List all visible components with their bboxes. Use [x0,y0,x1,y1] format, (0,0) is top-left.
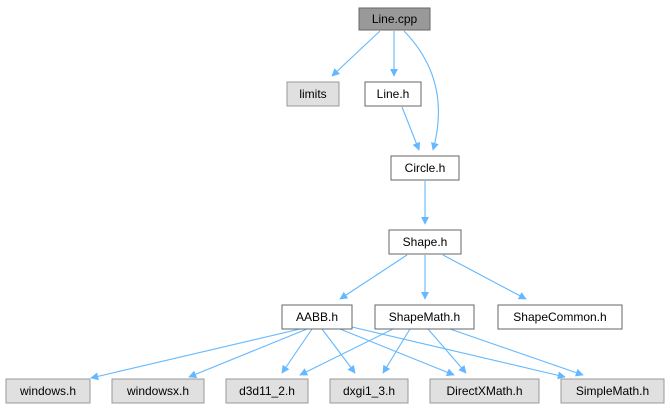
node-circle-h[interactable]: Circle.h [390,155,460,181]
node-box [358,7,431,31]
nodes-layer: Line.cpp limits Line.hCircle.hShape.hAABB.… [5,7,665,404]
node-box [111,378,205,404]
edge-aabb_h-to-windowsx_h [188,328,308,378]
node-directxmath-h: DirectXMath.h [429,378,540,404]
node-box [225,378,309,404]
edge-shape_h-to-shapecommon_h [442,254,527,300]
node-simplemath-h: SimpleMath.h [560,378,665,404]
node-label: Circle.h [405,161,446,175]
edge-aabb_h-to-windows_h [90,328,301,381]
node-limits: limits [286,81,340,107]
edge-aabb_h-to-d3d11_2_h [281,328,313,374]
node-label: limits [299,87,326,101]
node-label: windowsx.h [126,384,189,398]
edge-line_h-to-circle_h [401,106,421,151]
node-line-h[interactable]: Line.h [364,81,422,107]
node-label: SimpleMath.h [576,384,649,398]
node-box [374,304,475,330]
node-label: d3d11_2.h [239,384,295,398]
edge-line_cpp-to-circle_h [403,30,439,151]
node-label: Shape.h [403,235,448,249]
edges-layer [90,30,584,381]
node-box [429,378,540,404]
node-line-cpp[interactable]: Line.cpp [358,7,431,31]
node-label: ShapeMath.h [389,310,460,324]
node-shape-h[interactable]: Shape.h [388,229,462,255]
edge-shape_h-to-aabb_h [339,254,408,300]
edge-aabb_h-to-simplemath_h [351,326,566,380]
edge-line_cpp-to-limits [331,30,381,77]
node-label: windows.h [19,384,76,398]
node-box [388,229,462,255]
edge-shapemath_h-to-d3d11_2_h [299,328,394,376]
node-dxgi1-3-h: dxgi1_3.h [329,378,409,404]
node-box [286,81,340,107]
node-windowsx-h: windowsx.h [111,378,205,404]
node-box [390,155,460,181]
node-aabb-h[interactable]: AABB.h [281,304,353,330]
node-label: ShapeCommon.h [513,310,606,324]
node-box [281,304,353,330]
node-label: AABB.h [296,310,338,324]
node-label: dxgi1_3.h [343,384,395,398]
node-d3d11-2-h: d3d11_2.h [225,378,309,404]
node-windows-h: windows.h [5,378,91,404]
node-shapemath-h[interactable]: ShapeMath.h [374,304,475,330]
edge-shapemath_h-to-directxmath_h [427,328,467,374]
node-box [5,378,91,404]
edge-shapemath_h-to-simplemath_h [449,328,584,377]
node-box [560,378,665,404]
node-label: Line.cpp [372,12,418,26]
node-box [329,378,409,404]
edge-aabb_h-to-directxmath_h [339,328,455,377]
node-shapecommon-h[interactable]: ShapeCommon.h [497,304,623,330]
edge-aabb_h-to-dxgi1_3_h [321,328,356,374]
node-box [364,81,422,107]
node-box [497,304,623,330]
node-label: DirectXMath.h [446,384,522,398]
node-label: Line.h [377,87,410,101]
edge-shapemath_h-to-dxgi1_3_h [382,328,411,374]
